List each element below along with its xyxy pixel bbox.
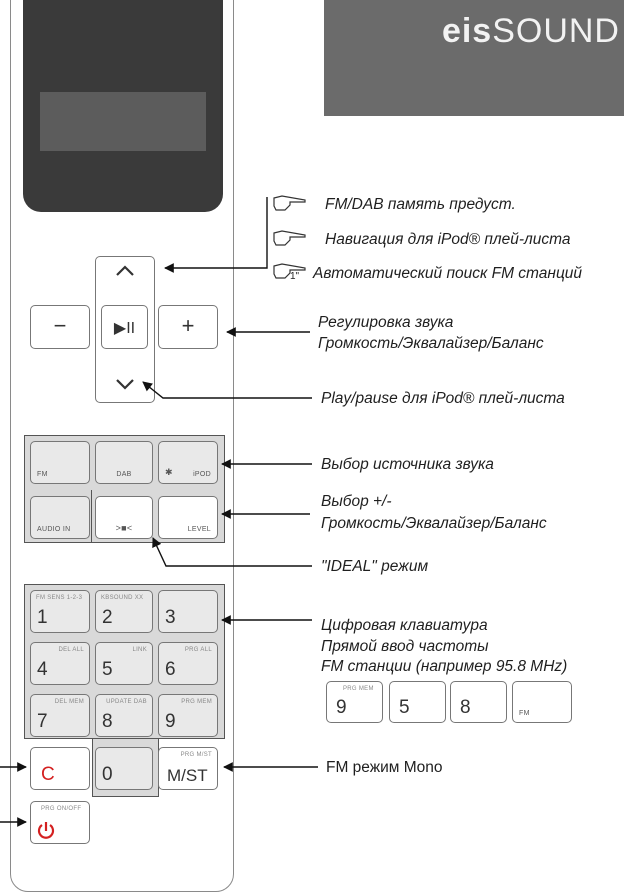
numpad-key-8[interactable]: UPDATE DAB 8 bbox=[95, 694, 153, 737]
zero-button[interactable]: 0 bbox=[95, 747, 153, 790]
numpad-key-digit: 4 bbox=[37, 659, 48, 680]
pointing-hand-icon bbox=[273, 230, 306, 246]
numpad-key-digit: 6 bbox=[165, 659, 176, 680]
clear-button[interactable]: C bbox=[30, 747, 90, 790]
brand-logo: eisSOUND bbox=[441, 12, 620, 50]
numpad-key-2[interactable]: KBSOUND XX 2 bbox=[95, 590, 153, 633]
numpad-key-9[interactable]: PRG MEM 9 bbox=[158, 694, 218, 737]
label-ipod-nav: Навигация для iPod® плей-листа bbox=[325, 231, 571, 248]
numpad-key-7[interactable]: DEL MEM 7 bbox=[30, 694, 90, 737]
dab-button[interactable]: DAB bbox=[95, 441, 153, 484]
numpad-key-sublabel: PRG ALL bbox=[184, 647, 212, 653]
numpad-key-3[interactable]: 3 bbox=[158, 590, 218, 633]
label-numpad-3: FM станции (например 95.8 MHz) bbox=[321, 658, 568, 675]
numpad-key-5[interactable]: LINK 5 bbox=[95, 642, 153, 685]
power-button[interactable]: PRG ON/OFF bbox=[30, 801, 90, 844]
bluetooth-icon: ✱ bbox=[165, 467, 173, 477]
numpad-key-digit: 2 bbox=[102, 607, 113, 628]
label-auto-search: Автоматический поиск FM станций bbox=[313, 265, 583, 282]
example-key-digit: 8 bbox=[460, 697, 471, 718]
fm-button[interactable]: FM bbox=[30, 441, 90, 484]
example-key: 8 bbox=[450, 681, 507, 723]
lcd-window bbox=[40, 92, 206, 151]
hold-duration-note: 1" bbox=[290, 271, 300, 282]
numpad-key-digit: 3 bbox=[165, 607, 176, 628]
numpad-key-sublabel: DEL ALL bbox=[58, 647, 84, 653]
label-numpad-1: Цифровая клавиатура bbox=[321, 617, 488, 634]
numpad-key-sublabel: KBSOUND XX bbox=[101, 595, 144, 601]
minus-button[interactable]: − bbox=[30, 305, 90, 349]
numpad-key-digit: 9 bbox=[165, 711, 176, 732]
play-pause-icon: ▶II bbox=[113, 320, 136, 337]
numpad-key-sublabel: LINK bbox=[132, 647, 147, 653]
example-key-digit: 5 bbox=[399, 697, 410, 718]
level-button[interactable]: LEVEL bbox=[158, 496, 218, 539]
example-key: 5 bbox=[389, 681, 446, 723]
example-key: FM bbox=[512, 681, 572, 723]
numpad-key-digit: 8 bbox=[102, 711, 113, 732]
example-key-label: FM bbox=[519, 710, 530, 717]
numpad-key-sublabel: DEL MEM bbox=[54, 699, 84, 705]
numpad-key-digit: 1 bbox=[37, 607, 48, 628]
numpad-key-1[interactable]: FM SENS 1-2-3 1 bbox=[30, 590, 90, 633]
example-key: PRG MEM 9 bbox=[326, 681, 383, 723]
power-icon bbox=[37, 822, 55, 839]
ipod-button[interactable]: ✱ iPOD bbox=[158, 441, 218, 484]
label-preset: FM/DAB память предуст. bbox=[325, 196, 516, 213]
pointing-hand-icon bbox=[273, 263, 306, 279]
label-volume-2: Громкость/Эквалайзер/Баланс bbox=[318, 335, 544, 352]
plus-button[interactable]: + bbox=[158, 305, 218, 349]
numpad-key-4[interactable]: DEL ALL 4 bbox=[30, 642, 90, 685]
numpad-key-sublabel: PRG MEM bbox=[181, 699, 212, 705]
mono-stereo-button[interactable]: PRG M/ST M/ST bbox=[158, 747, 218, 790]
play-pause-button[interactable]: ▶II bbox=[101, 305, 148, 349]
numpad-key-digit: 5 bbox=[102, 659, 113, 680]
label-select-1: Выбор +/- bbox=[321, 493, 392, 510]
label-select-2: Громкость/Эквалайзер/Баланс bbox=[321, 515, 547, 532]
numpad-key-6[interactable]: PRG ALL 6 bbox=[158, 642, 218, 685]
example-key-digit: 9 bbox=[336, 697, 347, 718]
pointing-hand-icon bbox=[273, 195, 306, 211]
label-numpad-2: Прямой ввод частоты bbox=[321, 638, 489, 655]
chevron-down-icon[interactable] bbox=[114, 376, 136, 392]
label-source: Выбор источника звука bbox=[321, 456, 494, 473]
numpad-key-sublabel: FM SENS 1-2-3 bbox=[36, 595, 83, 601]
label-ideal: "IDEAL" режим bbox=[321, 558, 429, 575]
logo-panel: eisSOUND bbox=[324, 0, 624, 116]
audio-in-button[interactable]: AUDIO IN bbox=[30, 496, 90, 539]
label-play-pause: Play/pause для iPod® плей-листа bbox=[321, 390, 565, 407]
example-key-sublabel: PRG MEM bbox=[343, 686, 374, 692]
numpad-key-sublabel: UPDATE DAB bbox=[106, 699, 147, 705]
label-volume-1: Регулировка звука bbox=[318, 314, 454, 331]
chevron-up-icon[interactable] bbox=[114, 262, 136, 278]
label-mono: FM режим Mono bbox=[326, 759, 443, 776]
numpad-key-digit: 7 bbox=[37, 711, 48, 732]
ideal-button[interactable]: >■< bbox=[95, 496, 153, 539]
